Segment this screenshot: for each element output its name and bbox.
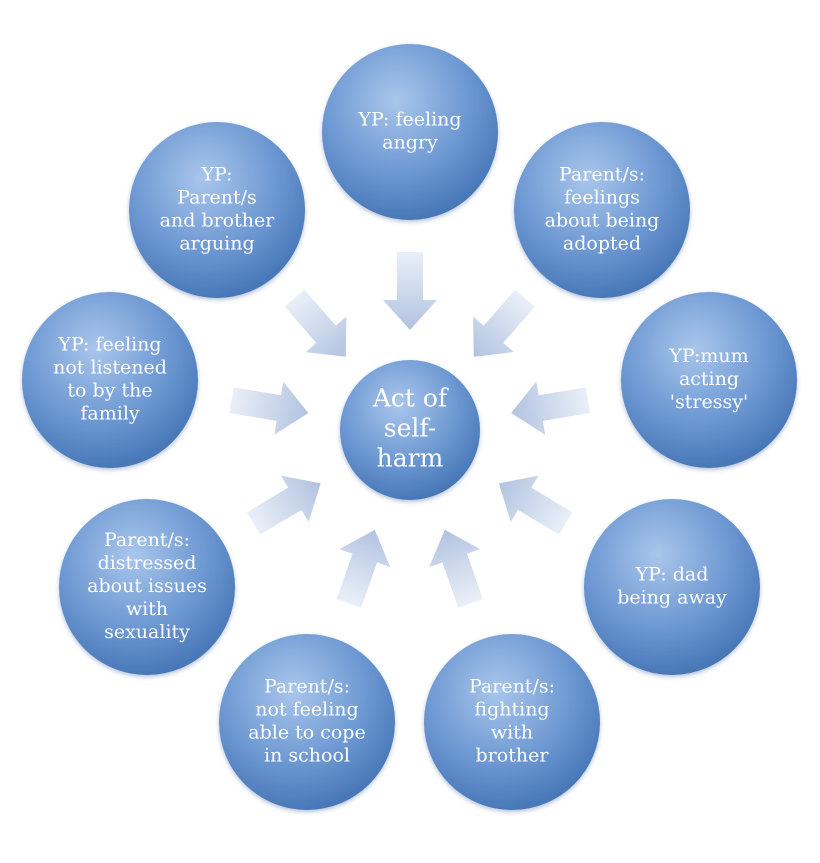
node-right-label-line: YP:mum [668, 345, 748, 367]
node-bottom-mid-right-label-line: with [491, 722, 533, 744]
node-bottom-left-label-line: Parent/s: [104, 529, 190, 551]
node-bottom-right-label-line: being away [617, 587, 727, 609]
node-bottom-mid-right-label-line: fighting [474, 699, 549, 721]
node-bottom-left-bubble [59, 499, 235, 675]
node-left-bubble [22, 292, 198, 468]
node-right-bubble [621, 292, 797, 468]
node-top-right-label-line: feelings [564, 187, 640, 209]
node-top-left-label-line: and brother [160, 210, 276, 232]
node-top-left-label-line: YP: [200, 164, 232, 186]
node-bottom-mid-right-bubble [424, 634, 600, 810]
arrow-bottom-right [498, 475, 573, 535]
node-top-right-label-line: Parent/s: [559, 164, 645, 186]
node-top-label-line: angry [382, 132, 438, 154]
node-left-label-line: family [80, 403, 140, 425]
node-left-label-line: not listened [53, 357, 167, 379]
center-label-line: Act of [372, 384, 449, 413]
node-bottom-right-label-line: YP: dad [635, 564, 709, 586]
node-right-label-line: 'stressy' [670, 391, 748, 413]
center-label-line: self- [384, 414, 436, 443]
node-top-right-label-line: adopted [563, 233, 641, 255]
arrow-top-right [473, 289, 535, 357]
node-bottom-left-label-line: with [126, 598, 168, 620]
node-top-label-line: YP: feeling [357, 109, 461, 131]
node-top-left-label-line: arguing [179, 233, 254, 255]
center-bubble [340, 360, 480, 500]
arrow-left [229, 381, 309, 435]
node-top-right-bubble [514, 122, 690, 298]
node-bottom-mid-left-label-line: in school [264, 745, 350, 767]
node-bottom-left-label-line: distressed [98, 552, 197, 574]
node-bottom-mid-right-label-line: Parent/s: [469, 676, 555, 698]
node-bottom-left-label-line: about issues [87, 575, 207, 597]
node-top-right-label-line: about being [545, 210, 660, 232]
node-bottom-mid-left-label-line: Parent/s: [264, 676, 350, 698]
node-top-left-bubble [129, 122, 305, 298]
node-bottom-left-label-line: sexuality [104, 621, 190, 643]
node-bottom-right-bubble [584, 499, 760, 675]
arrow-right [511, 381, 591, 435]
node-left-label-line: to by the [67, 380, 152, 402]
node-bottom-mid-right-label-line: brother [476, 745, 550, 767]
node-top-left-label-line: Parent/s [177, 187, 257, 209]
arrow-bottom-left [246, 475, 321, 535]
node-bottom-mid-left-bubble [219, 634, 395, 810]
arrow-bottom-mid-right [429, 529, 483, 608]
arrow-top-left [284, 289, 347, 357]
arrow-top [383, 252, 437, 330]
node-top-bubble [322, 44, 498, 220]
arrows-group [229, 252, 591, 608]
node-left-label-line: YP: feeling [57, 334, 161, 356]
node-bottom-mid-left-label-line: not feeling [255, 699, 358, 721]
center-label-line: harm [377, 444, 444, 473]
arrow-bottom-mid-left [336, 529, 391, 608]
node-bottom-mid-left-label-line: able to cope [248, 722, 365, 744]
node-right-label-line: acting [679, 368, 739, 390]
